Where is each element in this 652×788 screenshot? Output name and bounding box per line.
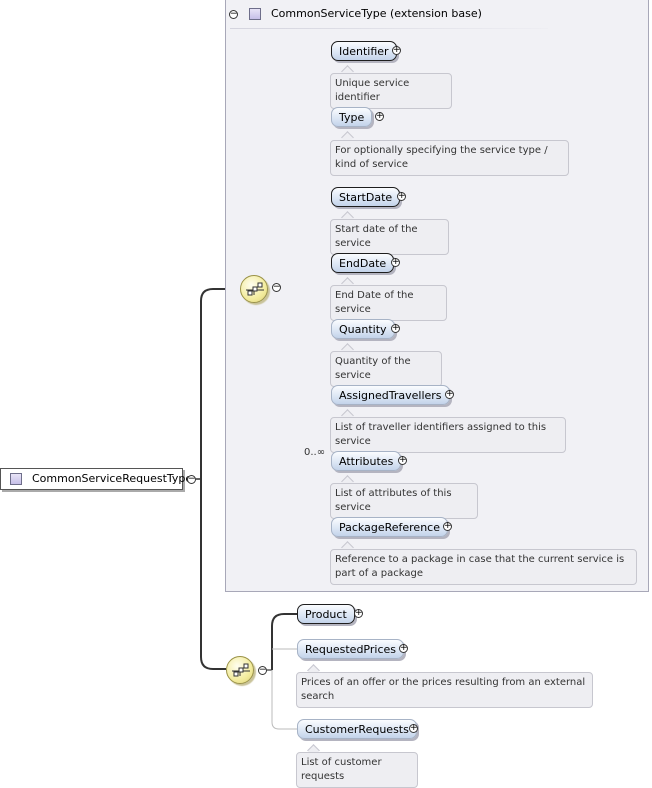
doc-requestedprices: Prices of an offer or the prices resulti… xyxy=(296,672,593,708)
root-type-label: CommonServiceRequestType xyxy=(32,472,193,485)
expand-customerrequests-icon[interactable]: + xyxy=(409,723,418,733)
element-startdate[interactable]: StartDate xyxy=(331,187,401,207)
expand-enddate-icon[interactable]: + xyxy=(391,257,400,267)
complex-type-icon xyxy=(10,473,22,485)
doc-assignedtravellers: List of traveller identifiers assigned t… xyxy=(330,417,566,453)
element-product[interactable]: Product xyxy=(297,604,355,624)
element-type[interactable]: Type xyxy=(331,107,373,127)
occurrence-label: 0..∞ xyxy=(304,447,326,458)
sequence-compositor-icon[interactable] xyxy=(240,275,268,303)
expand-requestedprices-icon[interactable]: + xyxy=(399,643,408,653)
sequence-compositor-icon[interactable] xyxy=(226,656,254,684)
doc-packagereference: Reference to a package in case that the … xyxy=(330,549,637,585)
expand-packagereference-icon[interactable]: + xyxy=(443,521,452,531)
expand-type-icon[interactable]: + xyxy=(375,111,384,121)
doc-attributes: List of attributes of this service xyxy=(330,483,478,519)
element-identifier[interactable]: Identifier xyxy=(331,41,397,61)
element-customerrequests[interactable]: CustomerRequests xyxy=(297,719,417,739)
collapse-sequence-icon[interactable]: − xyxy=(272,282,281,292)
doc-startdate: Start date of the service xyxy=(330,219,449,255)
collapse-extension-icon[interactable]: − xyxy=(229,9,238,19)
element-quantity[interactable]: Quantity xyxy=(331,319,395,339)
doc-customerrequests: List of customer requests xyxy=(296,752,418,788)
expand-product-icon[interactable]: + xyxy=(354,608,363,618)
doc-type: For optionally specifying the service ty… xyxy=(330,140,569,176)
expand-quantity-icon[interactable]: + xyxy=(391,323,400,333)
expand-assignedtravellers-icon[interactable]: + xyxy=(445,389,454,399)
expand-startdate-icon[interactable]: + xyxy=(397,191,406,201)
element-requestedprices[interactable]: RequestedPrices xyxy=(297,639,404,659)
collapse-root-icon[interactable]: − xyxy=(187,474,196,484)
collapse-sequence-icon[interactable]: − xyxy=(258,665,267,675)
expand-identifier-icon[interactable]: + xyxy=(392,45,401,55)
doc-enddate: End Date of the service xyxy=(330,285,447,321)
element-packagereference[interactable]: PackageReference xyxy=(331,517,448,537)
extension-divider xyxy=(230,28,548,29)
doc-quantity: Quantity of the service xyxy=(330,351,442,387)
element-assignedtravellers[interactable]: AssignedTravellers xyxy=(331,385,450,405)
expand-attributes-icon[interactable]: + xyxy=(398,455,407,465)
root-type-box[interactable]: CommonServiceRequestType xyxy=(0,468,192,490)
extension-title: CommonServiceType (extension base) xyxy=(271,7,482,20)
element-attributes[interactable]: Attributes xyxy=(331,451,402,471)
doc-identifier: Unique service identifier xyxy=(330,73,452,109)
element-enddate[interactable]: EndDate xyxy=(331,253,395,273)
complex-type-icon xyxy=(249,8,261,20)
